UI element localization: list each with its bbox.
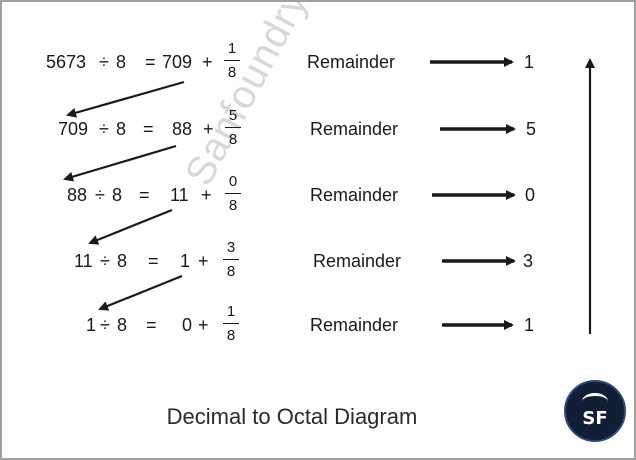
row-5-equals: =	[146, 315, 157, 335]
row-1-denominator: 8	[227, 64, 237, 81]
row-2-divisor: 8	[116, 119, 127, 139]
row-4-label: Remainder	[313, 251, 402, 271]
row-3-plus: +	[201, 185, 212, 205]
row-4-dividend: 11	[74, 251, 93, 271]
row-5-divisor: 8	[117, 315, 128, 335]
row-3-fraction: 0 8	[225, 174, 241, 213]
row-3-op: ÷	[95, 185, 105, 205]
row-1-equals: =	[145, 52, 156, 72]
row-4-equals: =	[148, 251, 159, 271]
row-3-dividend: 88	[67, 185, 88, 205]
row-2-label: Remainder	[310, 119, 399, 139]
row-5-fraction: 1 8	[223, 304, 239, 343]
row-3-divisor: 8	[112, 185, 123, 205]
row-1-fraction: 1 8	[224, 41, 240, 80]
row-2-equals: =	[143, 119, 154, 139]
row-4-op: ÷	[100, 251, 110, 271]
row-3-label: Remainder	[310, 185, 399, 205]
book-icon	[582, 393, 608, 410]
row-5-op: ÷	[100, 315, 110, 335]
row-3-denominator: 8	[228, 197, 238, 214]
row-2-numerator: 5	[228, 107, 238, 124]
row-2-plus: +	[203, 119, 214, 139]
row-3-remainder: 0	[525, 185, 536, 205]
fraction-bar	[223, 323, 239, 324]
row-1-divisor: 8	[116, 52, 127, 72]
row-1-remainder: 1	[524, 52, 535, 72]
row-2-op: ÷	[99, 119, 109, 139]
row-4-divisor: 8	[117, 251, 128, 271]
row-4-remainder: 3	[523, 251, 534, 271]
row-5-plus: +	[198, 315, 209, 335]
fraction-bar	[223, 259, 239, 260]
row-1-numerator: 1	[227, 40, 237, 57]
row-5-label: Remainder	[310, 315, 399, 335]
row-1-dividend: 5673	[46, 52, 87, 72]
row-3-equals: =	[139, 185, 150, 205]
row-4-numerator: 3	[226, 239, 236, 256]
row-2-quotient: 88	[172, 119, 193, 139]
row-2-dividend: 709	[58, 119, 89, 139]
row-1-op: ÷	[99, 52, 109, 72]
row-3-numerator: 0	[228, 173, 238, 190]
row-1-quotient: 709	[162, 52, 193, 72]
carry-arrow-2	[63, 144, 177, 182]
row-2-fraction: 5 8	[225, 108, 241, 147]
row-3-quotient: 11	[170, 185, 189, 205]
fraction-bar	[225, 193, 241, 194]
row-1-label: Remainder	[307, 52, 396, 72]
fraction-bar	[224, 60, 240, 61]
row-4-denominator: 8	[226, 263, 236, 280]
sanfoundry-logo-icon: SF	[564, 380, 626, 442]
row-5-denominator: 8	[226, 327, 236, 344]
row-5-remainder: 1	[524, 315, 535, 335]
fraction-bar	[225, 127, 241, 128]
row-2-denominator: 8	[228, 131, 238, 148]
diagram-caption: Decimal to Octal Diagram	[166, 404, 418, 429]
carry-arrow-4	[98, 274, 183, 311]
logo-text: SF	[582, 408, 608, 429]
row-4-plus: +	[198, 251, 209, 271]
row-1-plus: +	[202, 52, 213, 72]
row-5-numerator: 1	[226, 303, 236, 320]
carry-arrow-1	[66, 80, 185, 118]
row-5-quotient: 0	[182, 315, 193, 335]
row-2-remainder: 5	[526, 119, 537, 139]
row-4-quotient: 1	[180, 251, 191, 271]
row-4-fraction: 3 8	[223, 240, 239, 279]
row-5-dividend: 1	[86, 315, 97, 335]
carry-arrow-3	[88, 208, 173, 245]
